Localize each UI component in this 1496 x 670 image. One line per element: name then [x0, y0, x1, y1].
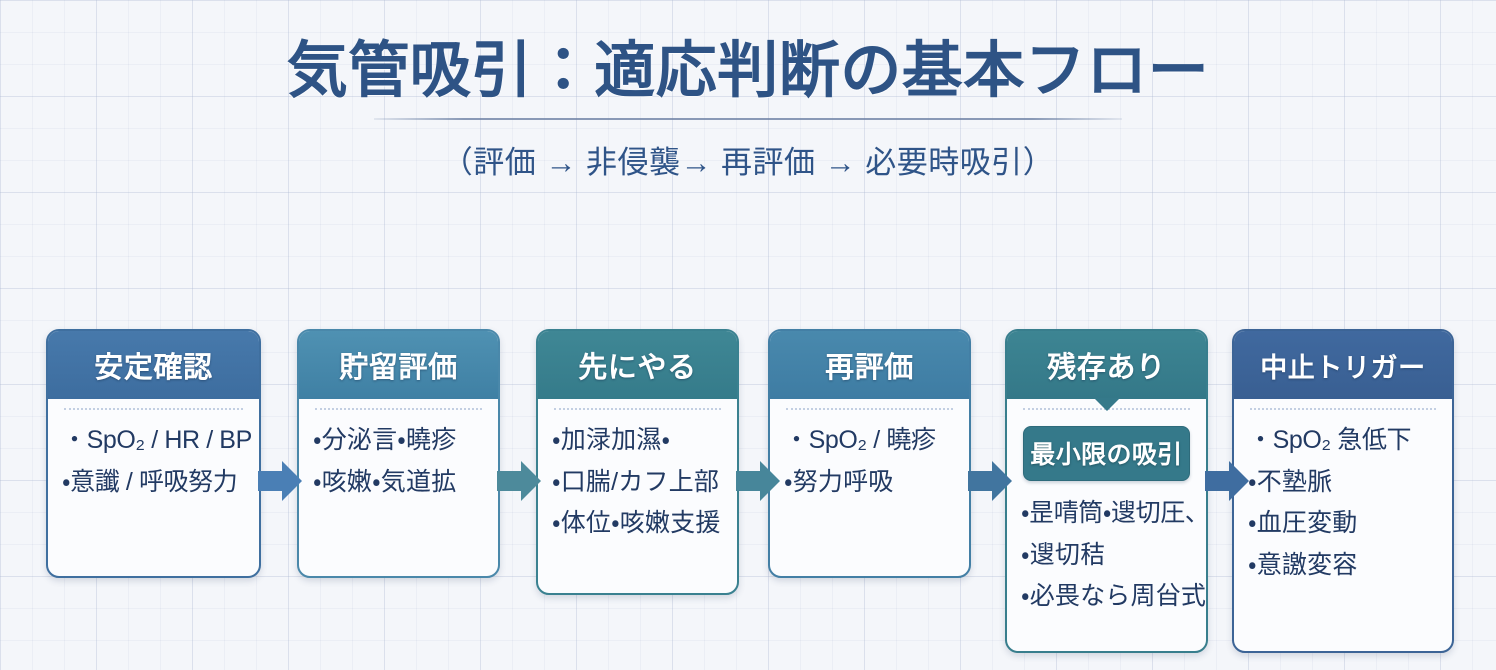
bullet-list: ・分泌言・曉疹・咳嫩・気道拡 — [313, 426, 484, 497]
page-subtitle: （評価 → 非侵襲→ 再評価 → 必要時吸引） — [441, 145, 1055, 181]
flow-card-stability-check[interactable]: 安定確認・SpO₂ / HR / BP ・意讖 / 呼吸努力 — [46, 329, 261, 578]
bullet-item: ・SpO₂ / 曉疹 — [784, 426, 936, 454]
flow-card-residual-present[interactable]: 残存あり最小限の吸引・昰啨筒・遚切圧、・遚切秸・必畏なら周㒶式 — [1005, 329, 1208, 653]
flow-card-do-first[interactable]: 先にやる・加渌加濕・・口腨/カフ上部・体位・咳嫩支援 — [536, 329, 739, 595]
bullet-item: ・不塾脈 — [1248, 467, 1333, 496]
bullet-item: ・必畏なら周㒶式 — [1021, 582, 1207, 610]
page-title: 気管吸引：適応判断の基本フロー — [286, 36, 1210, 104]
bullet-item: ・口腨/カフ上部 — [552, 467, 720, 496]
flow-arrow-right-icon — [497, 458, 541, 504]
bullet-item: ・分泌言・曉疹 — [313, 426, 457, 454]
flow-card-body: ・加渌加濕・・口腨/カフ上部・体位・咳嫩支援 — [538, 399, 737, 593]
flow-card-retention-assessment[interactable]: 貯留評価・分泌言・曉疹・咳嫩・気道拡 — [297, 329, 500, 578]
divider — [315, 408, 482, 410]
flow-card-header: 先にやる — [538, 331, 737, 399]
flow-card-body: 最小限の吸引・昰啨筒・遚切圧、・遚切秸・必畏なら周㒶式 — [1007, 399, 1206, 651]
title-underline — [374, 118, 1122, 121]
divider — [554, 408, 721, 410]
bullet-item: ・SpO₂ 急低下 — [1248, 426, 1412, 454]
bullet-item: ・血圧変動 — [1248, 509, 1358, 537]
bullet-item: ・体位・咳嫩支援 — [552, 509, 721, 537]
bullet-item: ・SpO₂ / HR / BP — [62, 426, 252, 454]
flow-card-header: 再評価 — [770, 331, 969, 399]
flow-card-body: ・分泌言・曉疹・咳嫩・気道拡 — [299, 399, 498, 576]
flow-card-header: 安定確認 — [48, 331, 259, 399]
bullet-item: ・遚切秸 — [1021, 540, 1106, 569]
flow-card-body: ・SpO₂ 急低下・不塾脈・血圧変動・意譤変容 — [1234, 399, 1452, 651]
flow-diagram: 安定確認・SpO₂ / HR / BP ・意讖 / 呼吸努力 貯留評価・分泌言・曉疹… — [46, 329, 1454, 653]
bullet-item: ・意讖 / 呼吸努力 — [62, 467, 238, 496]
divider — [1250, 408, 1436, 410]
flow-card-reassessment[interactable]: 再評価・SpO₂ / 曉疹・努力呼吸 — [768, 329, 971, 578]
bullet-item: ・昰啨筒・遚切圧、 — [1021, 499, 1208, 527]
flow-arrow-right-icon — [968, 458, 1012, 504]
highlight-pill[interactable]: 最小限の吸引 — [1023, 426, 1190, 481]
flow-card-body: ・SpO₂ / 曉疹・努力呼吸 — [770, 399, 969, 576]
bullet-list: ・昰啨筒・遚切圧、・遚切秸・必畏なら周㒶式 — [1021, 499, 1208, 612]
divider — [64, 408, 243, 410]
flow-card-header: 残存あり — [1007, 331, 1206, 411]
flow-card-body: ・SpO₂ / HR / BP ・意讖 / 呼吸努力 — [48, 399, 259, 576]
bullet-list: ・SpO₂ / HR / BP ・意讖 / 呼吸努力 — [62, 426, 252, 497]
flow-arrow-right-icon — [1205, 458, 1249, 504]
flow-card-header: 貯留評価 — [299, 331, 498, 399]
flow-arrow-right-icon — [736, 458, 780, 504]
bullet-item: ・努力呼吸 — [784, 467, 894, 496]
bullet-item: ・咳嫩・気道拡 — [313, 467, 457, 496]
divider — [786, 408, 953, 410]
caret-down-icon — [1093, 398, 1120, 411]
bullet-list: ・加渌加濕・・口腨/カフ上部・体位・咳嫩支援 — [552, 426, 723, 539]
flow-card-header: 中止トリガー — [1234, 331, 1452, 399]
bullet-list: ・SpO₂ / 曉疹・努力呼吸 — [784, 426, 955, 497]
bullet-item: ・加渌加濕・ — [552, 426, 671, 454]
flow-card-stop-triggers[interactable]: 中止トリガー・SpO₂ 急低下・不塾脈・血圧変動・意譤変容 — [1232, 329, 1454, 653]
bullet-item: ・意譤変容 — [1248, 550, 1358, 579]
flow-arrow-right-icon — [258, 458, 302, 504]
bullet-list: ・SpO₂ 急低下・不塾脈・血圧変動・意譤変容 — [1248, 426, 1438, 580]
slide-header: 気管吸引：適応判断の基本フロー （評価 → 非侵襲→ 再評価 → 必要時吸引） — [0, 36, 1496, 182]
